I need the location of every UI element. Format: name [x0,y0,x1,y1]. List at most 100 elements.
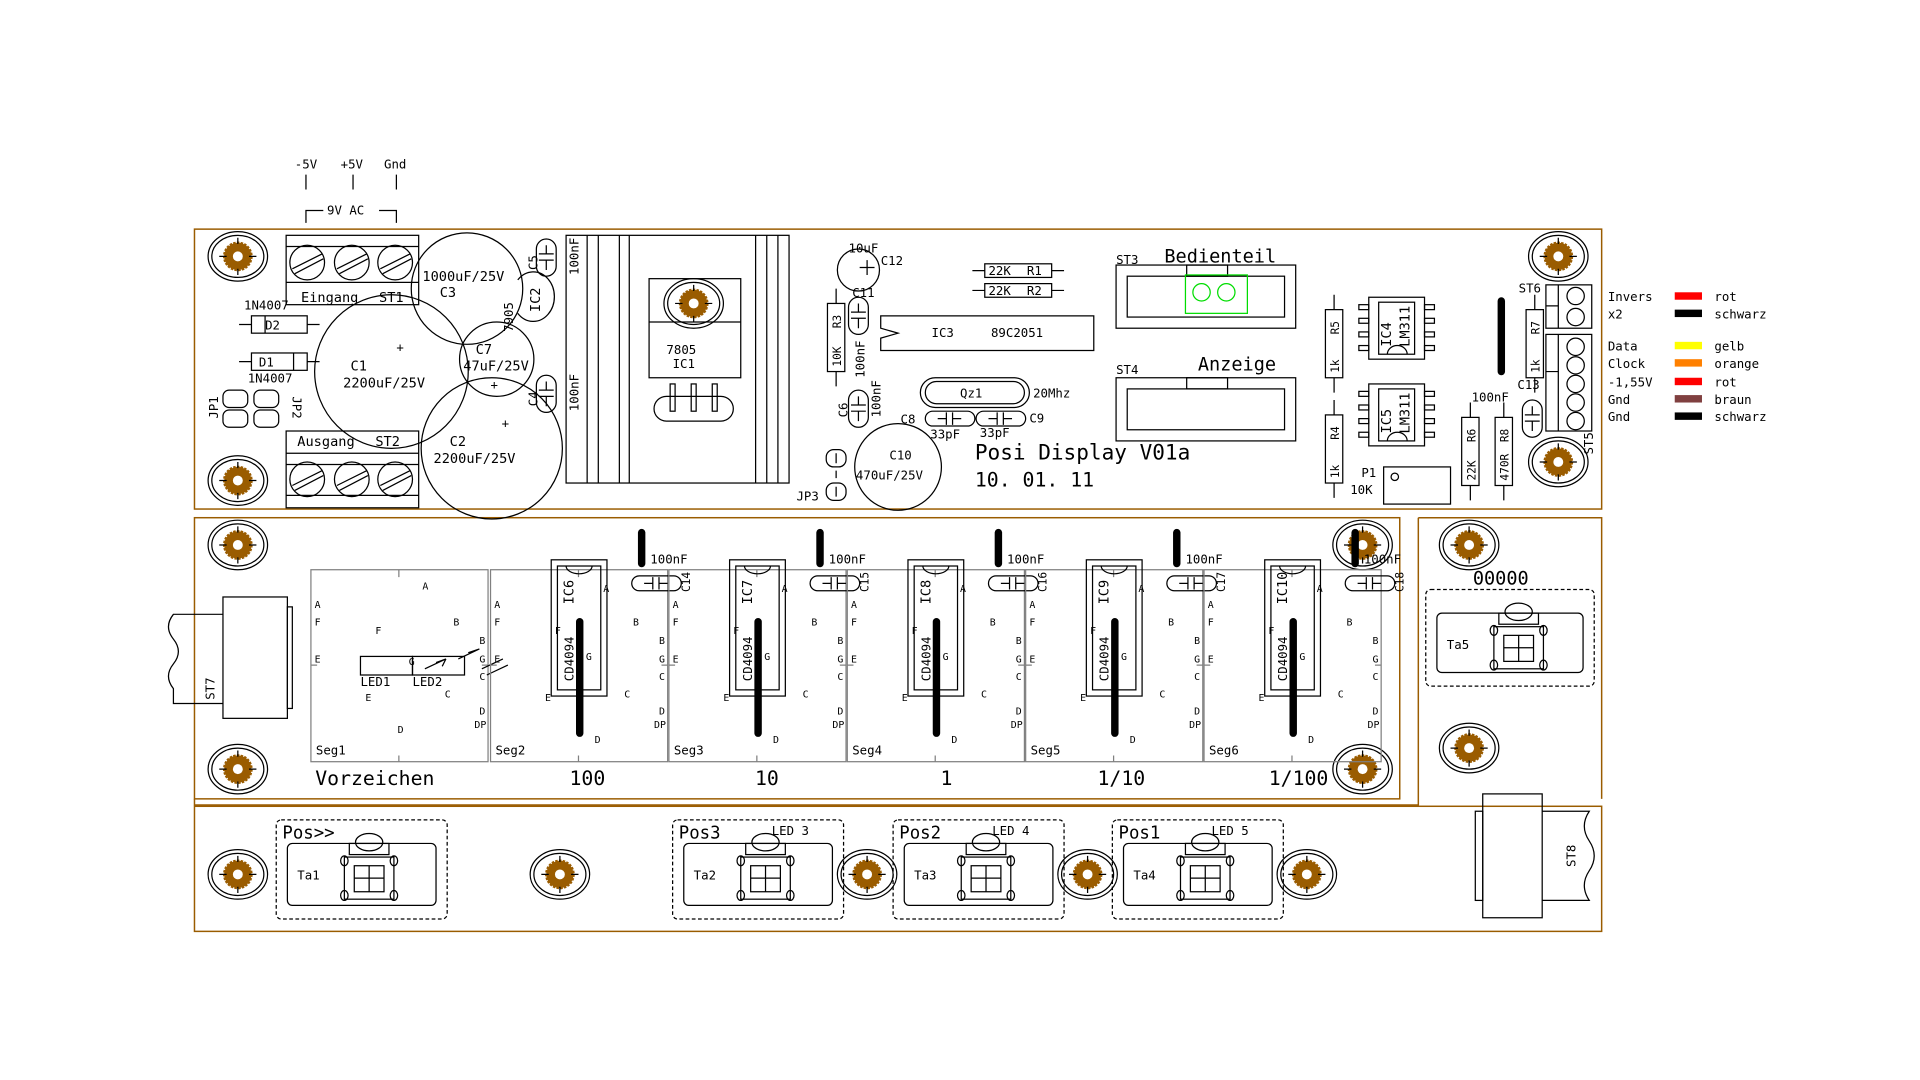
terminal-screw-icon [289,461,326,498]
st6-ref: ST6 [1519,281,1541,295]
mounting-hole-icon [207,230,269,282]
hole-drill [1464,743,1475,754]
st5-inner [1545,334,1559,432]
connector-st4 [1115,377,1297,442]
ic-notch [1278,565,1307,575]
hole-ring [207,519,269,571]
capacitor-c11 [847,296,869,336]
capacitor-c1 [314,294,469,449]
capacitor-c2 [420,377,563,520]
button-keepout [892,819,1065,920]
c2-plus: + [502,416,509,430]
hole-ring [1335,747,1390,791]
c11-ref: C11 [852,286,874,300]
button-keepout [275,819,448,920]
button-pin [956,889,966,902]
seg-letter-d: D [659,707,665,718]
resistor-ref: R5 [1329,321,1342,334]
seg-letter-b: B [837,636,843,647]
board-date: 10. 01. 11 [975,469,1094,492]
c6-value: 100nF [870,380,884,417]
hole-ring [667,281,721,326]
button-pin [389,889,399,902]
capacitor-symbol [1000,577,1025,590]
jumper-wire [1289,618,1297,737]
button-cross [354,865,384,892]
connector-st4-inner [1126,388,1286,431]
ic-pin [1423,404,1436,411]
ic-pin [1358,418,1370,425]
hole-ring [836,849,898,900]
legend-wire-color: gelb [1714,340,1744,354]
ic-ref: IC8 [918,580,934,605]
button-switch [740,856,791,900]
ic1-leg [669,383,676,412]
ic-pin [1423,390,1436,397]
hole-drill [1357,540,1368,550]
resistor-ref: R2 [1027,284,1042,298]
segment-caption: 100 [569,767,605,790]
hole-ring [663,278,725,329]
cap-ref: C14 [680,572,693,592]
led-label: LED 5 [1211,824,1248,838]
d1-type: 1N4007 [248,372,293,386]
c2-ref: C2 [450,434,466,450]
capacitor-c7 [458,321,535,397]
c3-ref: C3 [440,285,456,301]
hole-drill [232,764,243,775]
seg-letter-d: D [1194,707,1200,718]
button-switch [1179,856,1231,900]
hole-cross [219,855,257,893]
seg-letter-b: B [1372,636,1378,647]
segment-caption: 1/100 [1269,767,1329,790]
led-indicator-icon [971,832,1001,852]
hole-ring [1057,849,1118,900]
d2-ref: D2 [265,318,280,332]
hole-ring [1442,523,1496,567]
c8-ref: C8 [901,413,916,427]
seg-letter-c: C [445,689,451,700]
segment-caption: 1/10 [1097,767,1145,790]
ic3-package [880,315,1095,352]
cap-value: 100nF [1185,553,1222,567]
led-indicator-icon [751,832,780,852]
jumper-pad [222,389,249,409]
hole-ring [1442,726,1496,770]
green-pin [1192,283,1211,302]
power-wires [305,174,398,223]
screw-slot [336,253,369,275]
seg-letter-c: C [1338,689,1344,700]
screw-slot [292,470,324,492]
st8-ref: ST8 [1565,845,1579,867]
hole-ring [211,234,265,279]
button-pin [1176,889,1185,902]
seg-letter-d: D [595,735,601,746]
ic-pin [1358,317,1370,324]
hole-ring [1527,436,1589,488]
st5-pin [1566,374,1585,394]
button-pin [389,855,399,867]
mounting-hole-icon [1527,436,1589,488]
seg-letter-d: D [1308,735,1314,746]
st3-label: Bedienteil [1164,247,1276,268]
hole-cross [1344,750,1382,788]
segment-caption: 1 [940,767,952,790]
st5-pin [1566,411,1585,431]
c13-ref: C13 [1517,378,1539,392]
seg-letter-e: E [673,655,679,666]
hole-ring [1531,440,1585,484]
capacitor-symbol [538,381,554,407]
legend-signal: x2 [1608,307,1623,321]
led-indicator-icon [354,832,384,852]
capacitor-symbol [644,577,668,590]
c7-value: 47uF/25V [463,358,529,374]
crystal-qz1 [919,377,1030,409]
button-pin [1539,624,1548,636]
c4-value: 100nF [567,374,581,411]
button-label: Pos>> [282,823,334,843]
led-holder [348,842,390,856]
c7-plus: + [491,378,498,392]
hole-drill [554,869,565,880]
crystal-inner [924,380,1026,405]
st8-cable [1542,810,1595,902]
